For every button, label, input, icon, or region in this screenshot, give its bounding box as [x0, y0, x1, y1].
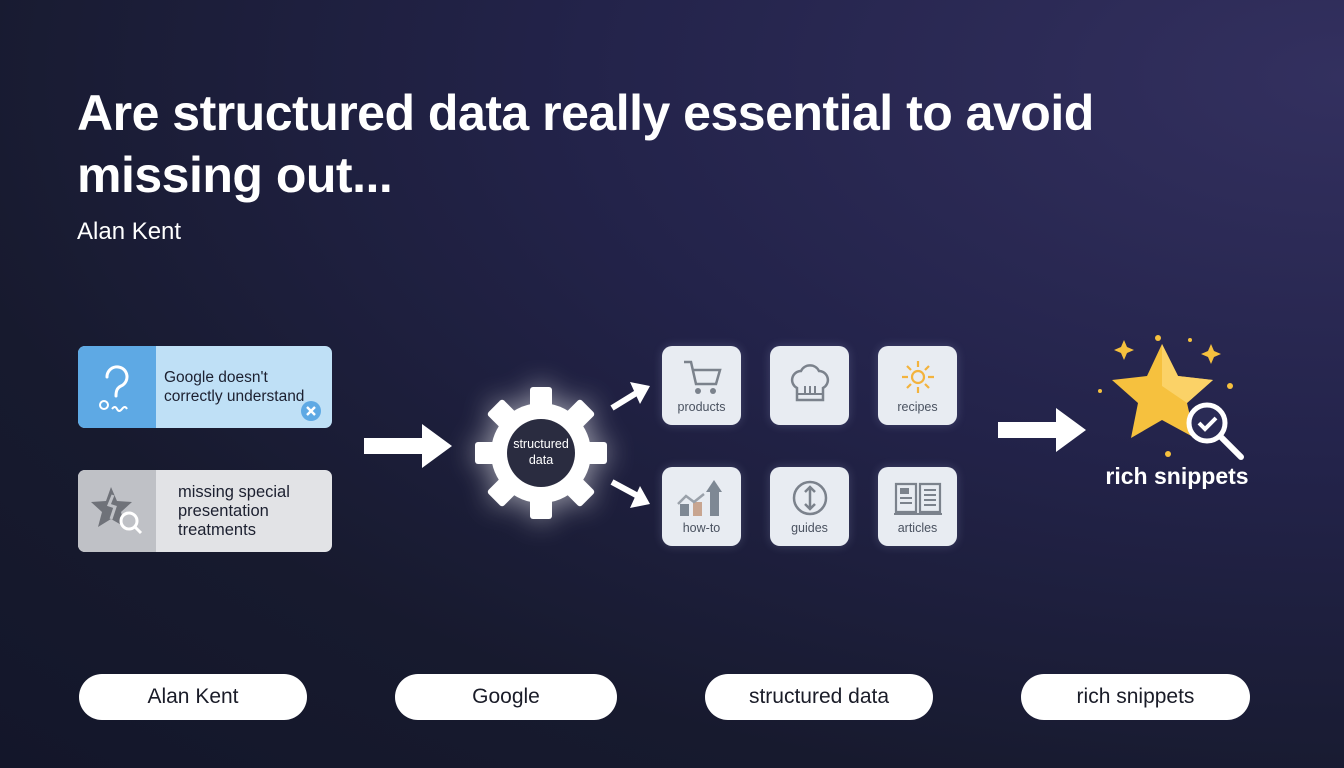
growth-chart-icon: [676, 480, 722, 516]
type-tile-products: products: [662, 346, 741, 425]
broken-star-search-icon: [78, 470, 156, 552]
page-title: Are structured data really essential to …: [77, 85, 1094, 203]
type-label: guides: [791, 521, 828, 535]
problem-label: Google doesn't correctly understand: [164, 369, 305, 405]
sun-icon: [901, 361, 934, 393]
star-check-search-icon: [1098, 335, 1244, 460]
gear-icon: [475, 387, 607, 519]
problem-card-presentation: missing special presentation treatments: [78, 470, 332, 552]
type-label: articles: [897, 521, 938, 535]
shopping-cart-icon: [683, 360, 722, 394]
type-label: products: [677, 400, 726, 414]
chef-hat-icon: [790, 364, 829, 402]
author-name: Alan Kent: [77, 218, 182, 245]
arrow-down-right-icon: [610, 479, 650, 508]
arrow-right-icon: [998, 408, 1086, 452]
problem-card-understanding: Google doesn't correctly understand: [78, 346, 332, 428]
type-tile-articles: articles: [878, 467, 957, 546]
question-mark-icon: [78, 346, 156, 428]
tag-rich-snippets[interactable]: rich snippets: [1021, 674, 1250, 720]
tag-alan-kent[interactable]: Alan Kent: [79, 674, 307, 720]
problem-label: missing special presentation treatments: [178, 482, 290, 539]
type-tile-chef: [770, 346, 849, 425]
close-circle-icon: [301, 401, 321, 421]
tag-google[interactable]: Google: [395, 674, 617, 720]
type-tile-recipes: recipes: [878, 346, 957, 425]
arrow-right-icon: [364, 424, 452, 468]
rich-snippets-label: rich snippets: [1105, 463, 1249, 489]
type-tile-how-to: how-to: [662, 467, 741, 546]
type-label: recipes: [897, 400, 938, 414]
open-book-icon: [893, 482, 942, 515]
type-label: how-to: [682, 521, 721, 535]
tag-structured-data[interactable]: structured data: [705, 674, 933, 720]
type-tile-guides: guides: [770, 467, 849, 546]
circular-arrows-icon: [792, 480, 827, 516]
structured-data-label: structured data: [513, 437, 569, 467]
arrow-up-right-icon: [610, 382, 650, 411]
